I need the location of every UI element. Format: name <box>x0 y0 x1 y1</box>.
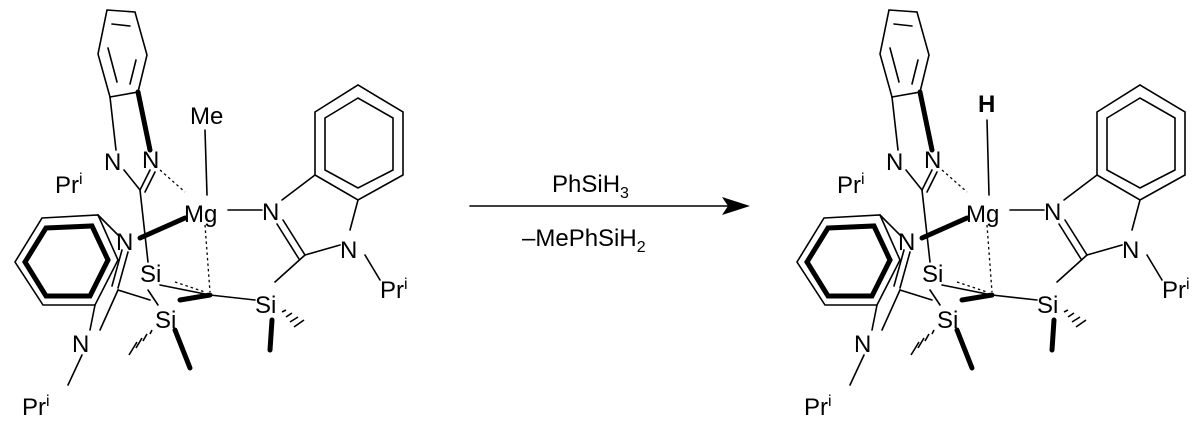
magnesium-label: Mg <box>184 201 217 228</box>
nitrogen-label: N <box>262 199 279 226</box>
methyl-label: Me <box>190 103 223 130</box>
reaction-arrow <box>469 197 750 215</box>
isopropyl-label: Pri <box>804 393 832 421</box>
isopropyl-label: Pri <box>1162 276 1190 304</box>
nitrogen-label: N <box>886 149 903 176</box>
lower-benzo-ring <box>796 214 901 306</box>
silicon-label: Si <box>255 292 276 319</box>
nitrogen-label: N <box>142 147 159 174</box>
top-benzo-ring <box>97 9 153 153</box>
isopropyl-label: Pri <box>380 276 408 304</box>
reagent-above: PhSiH3 <box>552 171 629 202</box>
right-benzo-ring <box>1096 84 1186 201</box>
hydride-label: H <box>978 91 995 118</box>
nitrogen-label: N <box>1122 237 1139 264</box>
nitrogen-label: N <box>854 331 871 358</box>
silicon-label: Si <box>140 261 161 288</box>
silicon-label: Si <box>155 307 176 334</box>
isopropyl-label: Pri <box>55 171 83 199</box>
right-benzo-ring <box>314 84 404 201</box>
product-molecule: H N N Mg N N N Si Si Si N Pri Pri Pri <box>796 9 1190 421</box>
top-benzo-ring <box>879 9 935 153</box>
nitrogen-label: N <box>116 229 133 256</box>
reagent-below: –MePhSiH2 <box>522 225 646 256</box>
nitrogen-label: N <box>1044 199 1061 226</box>
silicon-label: Si <box>937 307 958 334</box>
silicon-label: Si <box>922 261 943 288</box>
nitrogen-label: N <box>340 237 357 264</box>
nitrogen-label: N <box>924 147 941 174</box>
isopropyl-label: Pri <box>837 171 865 199</box>
magnesium-label: Mg <box>966 201 999 228</box>
lower-benzo-ring <box>14 214 119 306</box>
nitrogen-label: N <box>72 331 89 358</box>
silicon-label: Si <box>1037 292 1058 319</box>
nitrogen-label: N <box>104 149 121 176</box>
nitrogen-label: N <box>898 229 915 256</box>
reactant-molecule: Me N N Mg N N N Si Si Si N Pri Pri Pri <box>14 9 408 421</box>
isopropyl-label: Pri <box>22 393 50 421</box>
